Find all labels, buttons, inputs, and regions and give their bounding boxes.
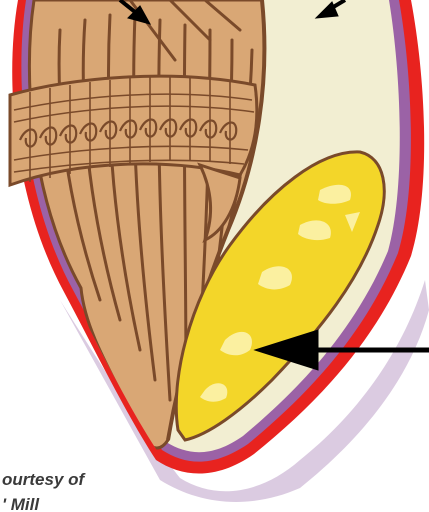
credit-caption-line-1: ourtesy of	[2, 471, 84, 488]
credit-caption-line-2: ' Mill	[2, 496, 39, 512]
